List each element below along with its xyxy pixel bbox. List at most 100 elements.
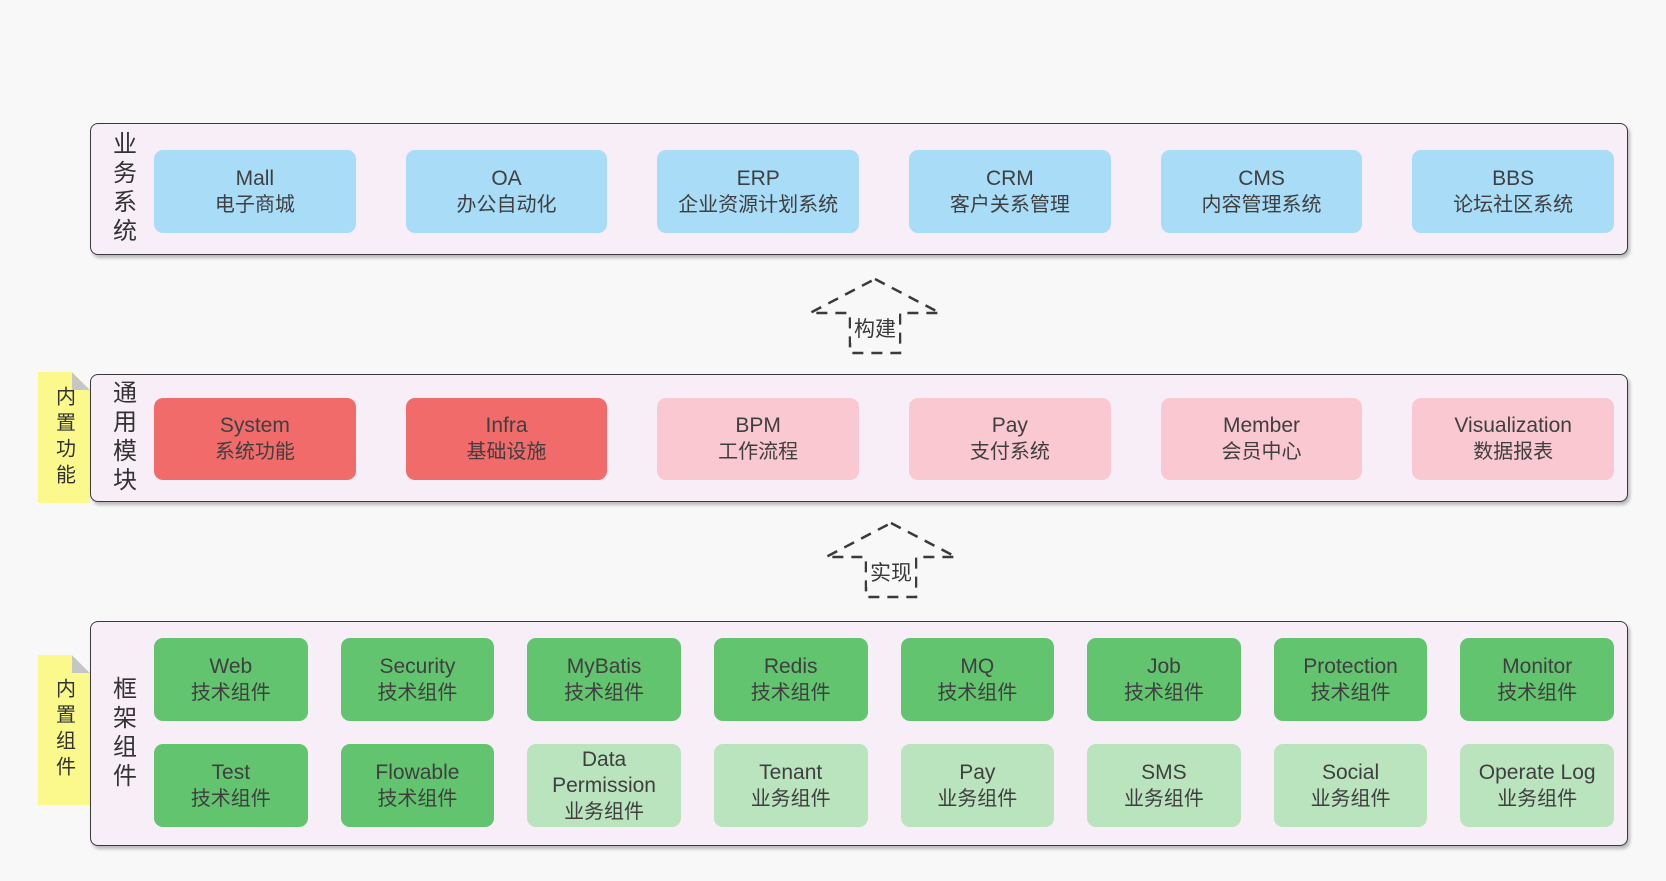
band-business-systems: 业务系统 Mall 电子商城 OA 办公自动化 ERP 企业资源计划系统 CRM 客户关系管理… — [90, 123, 1628, 255]
box-title: Flowable — [375, 760, 460, 784]
box-title: ERP — [736, 166, 780, 190]
box-subtitle: 技术组件 — [377, 787, 458, 810]
box-subtitle: 技术组件 — [564, 681, 645, 704]
box-sms: SMS 业务组件 — [1087, 744, 1241, 827]
box-title: Test — [211, 760, 251, 784]
box-subtitle: 技术组件 — [937, 681, 1018, 704]
box-title: Security — [379, 654, 456, 678]
box-crm: CRM 客户关系管理 — [909, 150, 1111, 233]
box-title: Data Permission — [552, 747, 656, 797]
box-infra: Infra 基础设施 — [405, 398, 608, 480]
box-visualization: Visualization 数据报表 — [1412, 398, 1615, 480]
box-title: Infra — [485, 414, 528, 437]
box-redis: Redis 技术组件 — [713, 638, 868, 721]
box-subtitle: 业务组件 — [1310, 787, 1391, 810]
box-subtitle: 论坛社区系统 — [1453, 193, 1574, 216]
box-title: Job — [1147, 654, 1181, 678]
box-title: SMS — [1141, 760, 1187, 784]
sticky-note-label: 内置组件 — [38, 655, 90, 805]
sticky-note-builtin-features: 内置功能 — [38, 372, 90, 503]
sticky-note-text: 内置组件 — [52, 678, 75, 782]
box-subtitle: 技术组件 — [377, 681, 458, 704]
block-arrow-up-icon — [809, 277, 941, 355]
box-subtitle: 客户关系管理 — [949, 193, 1070, 216]
box-bbs: BBS 论坛社区系统 — [1412, 150, 1615, 233]
box-subtitle: 业务组件 — [564, 800, 645, 823]
box-monitor: Monitor 技术组件 — [1460, 638, 1614, 721]
box-title: Operate Log — [1478, 760, 1596, 784]
box-title: BPM — [735, 414, 781, 437]
band-label-common-modules: 通用模块 — [99, 375, 145, 501]
box-cms: CMS 内容管理系统 — [1160, 150, 1363, 233]
box-erp: ERP 企业资源计划系统 — [657, 150, 860, 233]
box-system: System 系统功能 — [154, 398, 356, 480]
block-arrow-up-icon — [825, 521, 957, 599]
box-subtitle: 业务组件 — [937, 787, 1018, 810]
box-subtitle: 企业资源计划系统 — [678, 193, 839, 216]
arrow-build-label: 构建 — [851, 313, 899, 343]
box-subtitle: 数据报表 — [1473, 441, 1554, 463]
band-label-framework-components: 框架组件 — [99, 622, 145, 845]
band-label-text: 业务系统 — [108, 131, 136, 247]
box-subtitle: 电子商城 — [214, 193, 295, 216]
box-subtitle: 系统功能 — [214, 441, 295, 463]
sticky-note-builtin-components: 内置组件 — [38, 655, 90, 805]
box-subtitle: 业务组件 — [750, 787, 831, 810]
box-job: Job 技术组件 — [1087, 638, 1241, 721]
box-title: OA — [491, 166, 522, 190]
box-title: System — [219, 414, 290, 437]
box-subtitle: 业务组件 — [1497, 787, 1578, 810]
box-mybatis: MyBatis 技术组件 — [527, 638, 681, 721]
sticky-note-label: 内置功能 — [38, 372, 90, 503]
box-title: Visualization — [1454, 414, 1572, 437]
box-title: BBS — [1492, 166, 1535, 190]
box-title: CMS — [1238, 166, 1285, 190]
box-tenant: Tenant 业务组件 — [713, 744, 868, 827]
box-mq: MQ 技术组件 — [900, 638, 1055, 721]
box-subtitle: 会员中心 — [1221, 441, 1302, 463]
business-systems-row: Mall 电子商城 OA 办公自动化 ERP 企业资源计划系统 CRM 客户关系管理 CMS 内容… — [154, 150, 1615, 233]
box-title: MQ — [960, 654, 995, 678]
box-title: Pay — [959, 760, 996, 784]
arrow-implement-label: 实现 — [867, 557, 915, 587]
box-subtitle: 支付系统 — [969, 441, 1050, 463]
box-title: MyBatis — [566, 654, 642, 678]
box-operate-log: Operate Log 业务组件 — [1460, 744, 1614, 827]
box-subtitle: 技术组件 — [190, 787, 271, 810]
box-title: Tenant — [759, 760, 823, 784]
box-subtitle: 技术组件 — [1123, 681, 1204, 704]
box-title: Monitor — [1502, 654, 1573, 678]
box-subtitle: 业务组件 — [1123, 787, 1204, 810]
band-label-text: 通用模块 — [108, 380, 136, 496]
box-security: Security 技术组件 — [340, 638, 495, 721]
box-title: Social — [1321, 760, 1380, 784]
box-subtitle: 技术组件 — [1497, 681, 1578, 704]
box-subtitle: 基础设施 — [466, 441, 547, 463]
box-data-permission: Data Permission 业务组件 — [527, 744, 681, 827]
box-social: Social 业务组件 — [1273, 744, 1428, 827]
box-subtitle: 内容管理系统 — [1201, 193, 1322, 216]
box-mall: Mall 电子商城 — [154, 150, 356, 233]
box-title: Redis — [763, 654, 818, 678]
box-title: CRM — [985, 166, 1034, 190]
box-subtitle: 办公自动化 — [456, 193, 557, 216]
band-label-business-systems: 业务系统 — [99, 124, 145, 254]
box-title: Web — [209, 654, 253, 678]
band-label-text: 框架组件 — [108, 675, 136, 792]
box-title: Mall — [235, 166, 275, 190]
box-title: Protection — [1303, 654, 1398, 678]
box-test: Test 技术组件 — [154, 744, 308, 827]
box-subtitle: 技术组件 — [750, 681, 831, 704]
box-subtitle: 技术组件 — [190, 681, 271, 704]
box-oa: OA 办公自动化 — [405, 150, 608, 233]
